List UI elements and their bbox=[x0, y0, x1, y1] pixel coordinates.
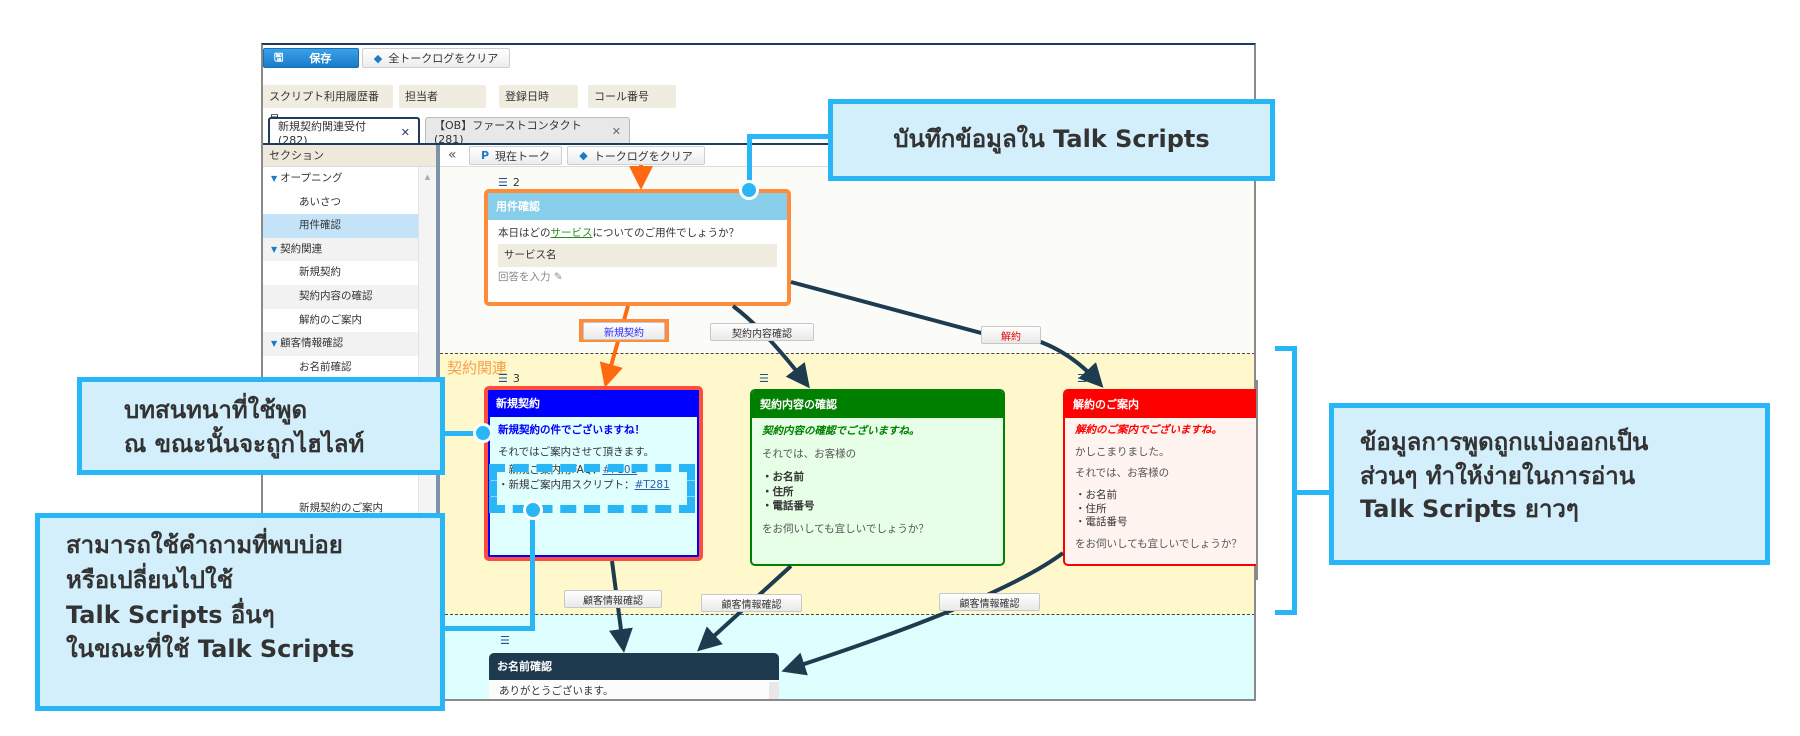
service-link[interactable]: サービス bbox=[550, 227, 593, 239]
sidebar-item-greeting[interactable]: あいさつ bbox=[299, 195, 341, 208]
card-contract-check[interactable]: 契約内容の確認 契約内容の確認でございますね。 それでは、お客様の ・お名前・住… bbox=[750, 389, 1005, 566]
card-scrollbar[interactable] bbox=[769, 682, 779, 699]
faq-highlight-frame bbox=[489, 464, 695, 513]
callout-dot bbox=[523, 500, 543, 520]
callout-dot bbox=[739, 180, 759, 200]
card-title: 用件確認 bbox=[488, 193, 787, 220]
sidebar-item-new-guide[interactable]: 新規契約のご案内 bbox=[299, 502, 383, 515]
collapse-sidebar-button[interactable]: « bbox=[448, 147, 457, 163]
close-icon[interactable]: ✕ bbox=[611, 124, 621, 138]
callout-save: บันทึกข้อมูลใน Talk Scripts bbox=[828, 99, 1275, 181]
pencil-icon: ✎ bbox=[553, 271, 563, 284]
registered-date-field[interactable]: 登録日時 bbox=[499, 85, 578, 108]
sidebar-item-cancel[interactable]: 解約のご案内 bbox=[299, 313, 362, 326]
eraser-icon: ◆ bbox=[373, 51, 383, 65]
card-menu-name-check[interactable]: ☰ bbox=[500, 634, 510, 647]
eraser-icon: ◆ bbox=[579, 149, 588, 162]
sidebar-item-contract-check[interactable]: 契約内容の確認 bbox=[263, 284, 418, 309]
list-icon: ☰ bbox=[759, 372, 769, 385]
list-icon: ☰ bbox=[498, 176, 508, 189]
card-name-check[interactable]: お名前確認 ありがとうございます。 bbox=[489, 653, 779, 699]
section-label: 契約関連 bbox=[447, 359, 508, 377]
card-title: お名前確認 bbox=[489, 653, 779, 680]
list-icon: ☰ bbox=[500, 634, 510, 647]
sidebar-item-customer[interactable]: ▼顧客情報確認 bbox=[263, 332, 418, 356]
card-body: ありがとうございます。 bbox=[499, 685, 614, 697]
sidebar-item-new-contract[interactable]: 新規契約 bbox=[299, 266, 341, 279]
card-inquiry[interactable]: 用件確認 本日はどのサービスについてのご用件でしょうか？ サービス名 回答を入力… bbox=[484, 189, 791, 306]
tab-new-contract[interactable]: 新規契約関連受付(282)✕ bbox=[268, 117, 420, 147]
callout-dot bbox=[473, 423, 493, 443]
clear-all-log-button[interactable]: ◆全トークログをクリア bbox=[362, 48, 510, 68]
card-menu-inquiry[interactable]: ☰2 bbox=[498, 176, 520, 189]
operator-field[interactable]: 担当者 bbox=[399, 85, 486, 108]
list-icon: ☰ bbox=[498, 372, 508, 385]
clear-log-button[interactable]: ◆トークログをクリア bbox=[567, 146, 705, 165]
close-icon[interactable]: ✕ bbox=[400, 125, 410, 139]
sidebar-item-contract[interactable]: ▼契約関連 bbox=[263, 237, 418, 262]
card-body: 解約のご案内でございますね。 かしこまりました。 それでは、お客様の ・お名前・… bbox=[1075, 424, 1242, 550]
sidebar-item-opening[interactable]: ▼オープニング bbox=[271, 172, 343, 184]
pin-icon: P bbox=[480, 149, 490, 162]
save-icon: 🖫 bbox=[274, 50, 284, 64]
callout-sections: ข้อมูลการพูดถูกแบ่งออกเป็นส่วนๆ ทำให้ง่า… bbox=[1329, 403, 1770, 565]
card-title: 契約内容の確認 bbox=[752, 391, 1003, 418]
call-number-field[interactable]: コール番号 bbox=[588, 85, 676, 108]
arrow-cancel-to-name bbox=[781, 551, 1065, 676]
triangle-down-icon: ▼ bbox=[271, 174, 278, 183]
script-link[interactable]: #T281 bbox=[634, 478, 670, 491]
branch-cancel[interactable]: 解約 bbox=[981, 326, 1041, 344]
branch-customer-1[interactable]: 顧客情報確認 bbox=[564, 590, 662, 608]
card-menu-contract-check[interactable]: ☰ bbox=[759, 372, 769, 385]
card-new-contract[interactable]: 新規契約 新規契約の件でございますね！ それではご案内させて頂きます。 ・新規ご… bbox=[484, 386, 703, 561]
history-number-field[interactable]: スクリプト利用履歴番号 bbox=[263, 85, 393, 126]
branch-customer-2[interactable]: 顧客情報確認 bbox=[701, 594, 802, 612]
card-body: 本日はどのサービスについてのご用件でしょうか？ サービス名 回答を入力 ✎ bbox=[488, 220, 787, 290]
card-body: 契約内容の確認でございますね。 それでは、お客様の ・お名前・住所・電話番号 を… bbox=[762, 425, 929, 535]
callout-highlight: บทสนทนาที่ใช้พูดณ ขณะนั้นจะถูกไฮไลท์ bbox=[77, 377, 445, 475]
arrow-to-new-contract bbox=[599, 305, 630, 388]
triangle-down-icon: ▼ bbox=[271, 339, 278, 349]
callout-faq: สามารถใช้คำถามที่พบบ่อยหรือเปลี่ยนไปใช้T… bbox=[35, 513, 445, 711]
card-title: 解約のご案内 bbox=[1065, 391, 1261, 418]
card-menu-new-contract[interactable]: ☰3 bbox=[498, 372, 520, 385]
sidebar-item-inquiry[interactable]: 用件確認 bbox=[263, 214, 418, 238]
branch-new-contract[interactable]: 新規契約 bbox=[583, 322, 665, 340]
sidebar-header: セクション bbox=[263, 145, 436, 167]
card-cancel[interactable]: 解約のご案内 解約のご案内でございますね。 かしこまりました。 それでは、お客様… bbox=[1063, 389, 1263, 566]
arrow-to-cancel bbox=[790, 280, 1104, 388]
branch-customer-3[interactable]: 顧客情報確認 bbox=[939, 593, 1040, 611]
divider bbox=[263, 143, 1254, 145]
tab-first-contact[interactable]: 【OB】ファーストコンタクト(281)✕ bbox=[425, 117, 630, 146]
save-button[interactable]: 🖫保存 bbox=[263, 48, 359, 68]
triangle-down-icon: ▼ bbox=[271, 244, 278, 254]
sidebar-item-name-check[interactable]: お名前確認 bbox=[299, 360, 352, 373]
section-bracket bbox=[1275, 346, 1297, 615]
branch-contract-check[interactable]: 契約内容確認 bbox=[710, 323, 814, 341]
arrow-to-contract-check bbox=[731, 304, 810, 389]
service-name-input[interactable]: サービス名 bbox=[498, 244, 777, 268]
card-title: 新規契約 bbox=[488, 390, 699, 417]
answer-input-link[interactable]: 回答を入力 ✎ bbox=[498, 271, 563, 284]
